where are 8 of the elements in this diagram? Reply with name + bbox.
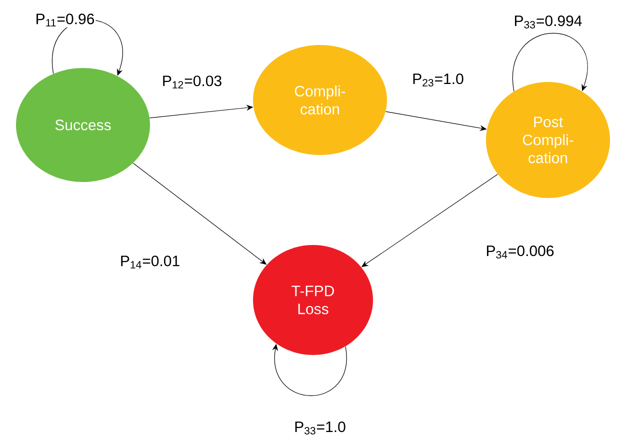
edge-label: P$_{12}$=0.03 [160,74,224,90]
edge-label: P$_{34}$=0.006 [484,244,556,260]
self-loop-arrow [512,32,588,92]
edge-label: P$_{14}$=0.01 [118,254,182,270]
edge-label: P$_{33}$=0.994 [512,14,584,30]
edge-label: P$_{11}$=0.96 [34,12,96,28]
edge-label: P$_{33}$=1.0 [293,420,347,436]
edge-label: P$_{23}$=1.0 [411,72,465,88]
